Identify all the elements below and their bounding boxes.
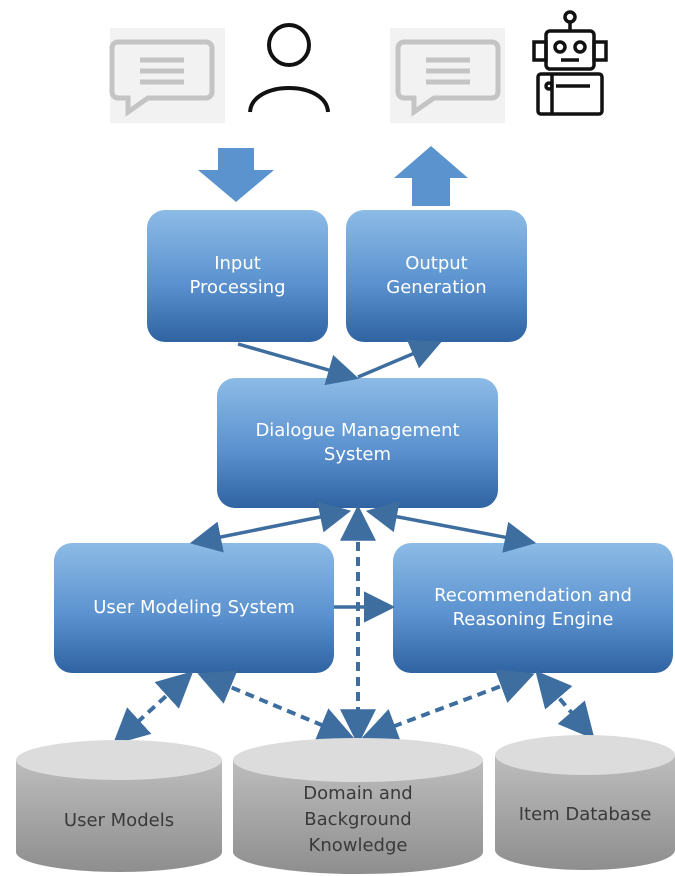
bot-message-icon bbox=[390, 28, 505, 123]
person-icon bbox=[248, 23, 330, 113]
dashed-arrow-recommendation-knowledge bbox=[361, 669, 535, 743]
arrow-input-to-dialogue bbox=[237, 342, 360, 386]
output-generation-box bbox=[346, 210, 527, 342]
dialogue-management-box bbox=[217, 378, 498, 508]
domain-knowledge-database bbox=[233, 738, 483, 874]
dashed-arrow-recommendation-item-db bbox=[535, 670, 595, 740]
input-flow-arrow bbox=[198, 148, 274, 202]
dashed-arrow-user-modeling-knowledge bbox=[197, 670, 355, 742]
user-modeling-box bbox=[54, 543, 334, 673]
robot-icon bbox=[532, 10, 608, 116]
input-processing-box bbox=[147, 210, 328, 342]
user-models-database bbox=[16, 740, 222, 872]
dashed-arrow-user-modeling-user-models bbox=[112, 671, 194, 745]
user-message-icon bbox=[109, 28, 225, 123]
output-flow-arrow bbox=[394, 146, 468, 206]
arrow-dialogue-user-modeling bbox=[189, 501, 352, 553]
recommendation-engine-box bbox=[393, 543, 673, 673]
item-database-cylinder bbox=[495, 735, 675, 870]
arrow-dialogue-recommendation bbox=[365, 501, 537, 553]
arrow-dialogue-to-output bbox=[357, 339, 442, 379]
